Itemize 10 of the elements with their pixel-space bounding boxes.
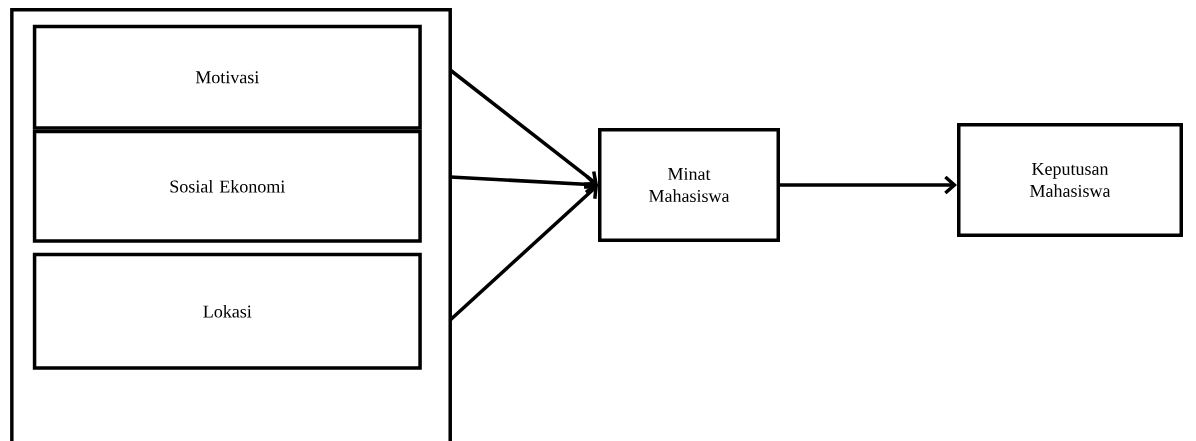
group-frame bbox=[10, 8, 452, 441]
arrow bbox=[450, 175, 598, 194]
text-box: Minat Mahasiswa bbox=[598, 128, 780, 242]
text-box: Lokasi bbox=[32, 252, 422, 370]
arrow bbox=[780, 175, 957, 195]
arrow bbox=[449, 68, 598, 186]
text-box: Motivasi bbox=[32, 24, 422, 130]
text-box: Keputusan Mahasiswa bbox=[957, 123, 1183, 237]
arrow bbox=[449, 185, 598, 322]
text-box: Sosial Ekonomi bbox=[32, 129, 422, 243]
